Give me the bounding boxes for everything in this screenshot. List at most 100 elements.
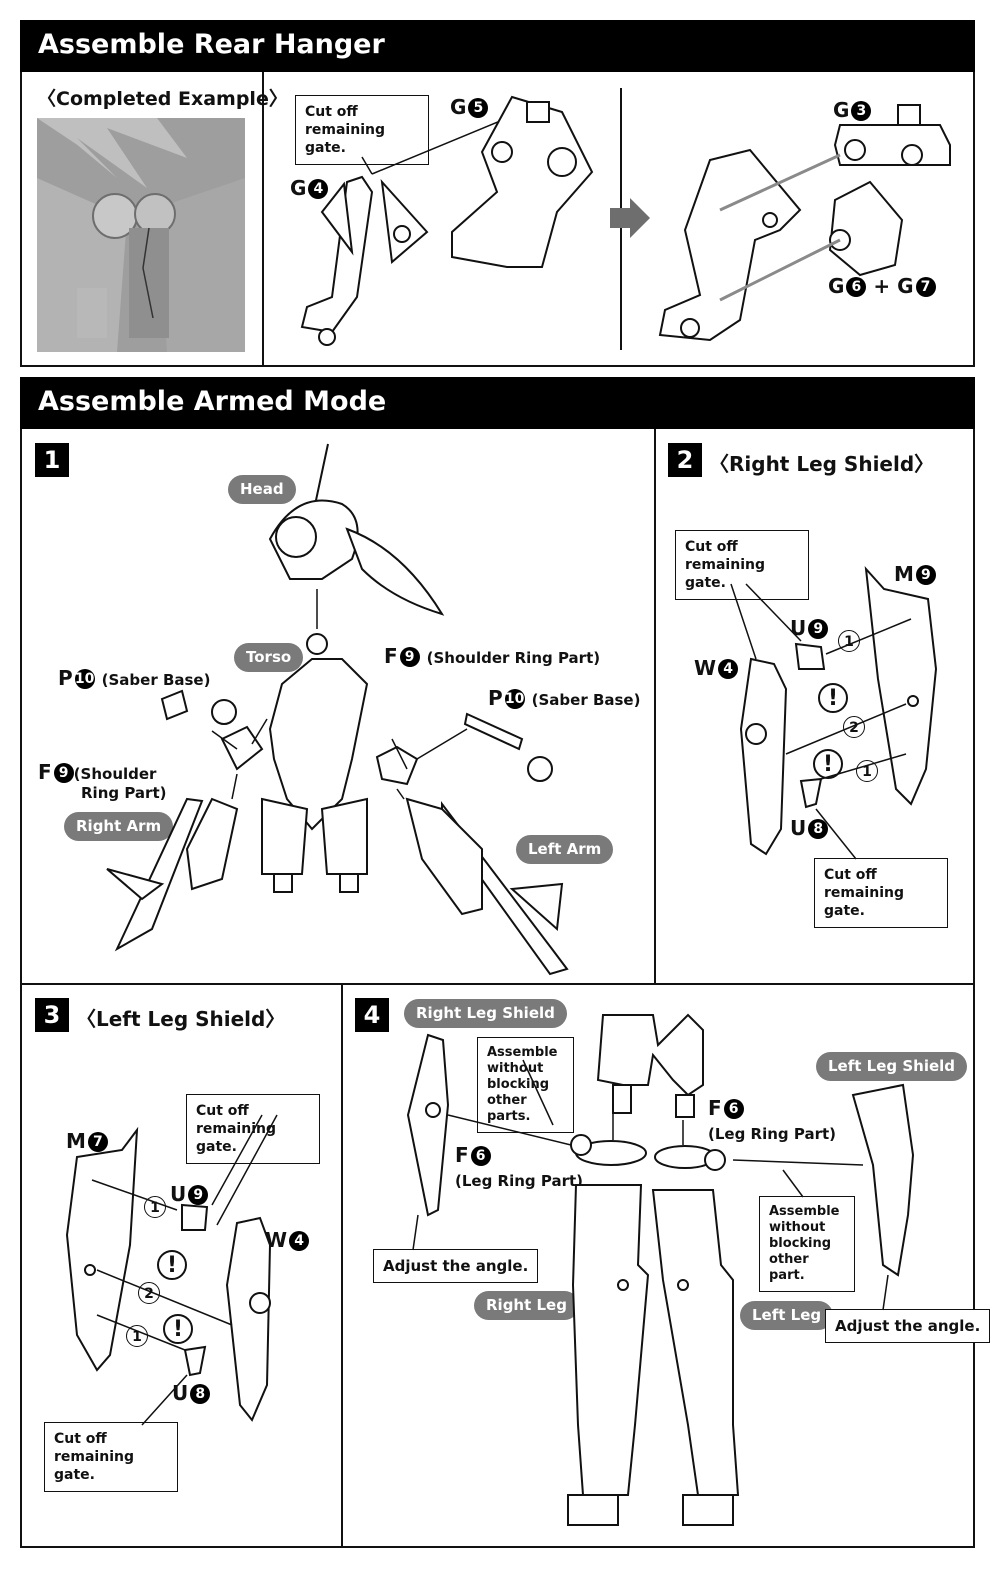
adjust-angle-callout: Adjust the angle.: [373, 1249, 539, 1283]
callout-text: Adjust the angle.: [835, 1317, 981, 1335]
part-number: 3: [851, 101, 872, 121]
right-arm-label: Right Arm: [64, 812, 174, 841]
part-number: 9: [915, 565, 936, 585]
part-number: 7: [87, 1132, 108, 1152]
part-number: 8: [190, 1384, 211, 1404]
left-arm-label: Left Arm: [516, 835, 614, 864]
cut-gate-callout: Cut off remaining gate.: [295, 95, 429, 165]
part-letter: F: [384, 644, 398, 668]
assemble-callout: Assemble without blocking other part.: [759, 1196, 855, 1292]
part-number: 10: [74, 669, 95, 689]
part-label-f9-left-line2: Ring Part): [81, 779, 166, 803]
armed-mode-section: [20, 377, 975, 1548]
part-description: (Leg Ring Part): [455, 1172, 584, 1190]
order-marker: 1: [856, 760, 878, 782]
part-letter: P: [58, 666, 73, 690]
part-number: 4: [718, 659, 739, 679]
part-number: 9: [808, 619, 829, 639]
step-1-number: 1: [35, 443, 69, 477]
part-letter: M: [894, 562, 914, 586]
part-letter: W: [694, 656, 717, 680]
callout-text: Assemble without blocking other part.: [769, 1204, 840, 1283]
step-2-title: 〈Right Leg Shield〉: [709, 452, 935, 476]
part-letter: F: [708, 1096, 722, 1120]
part-number: 9: [53, 763, 74, 783]
step-2-shield-diagram: [730, 566, 938, 860]
arrow-right-icon: [610, 198, 650, 238]
plus-sign: +: [873, 274, 891, 298]
callout-text: Cut off remaining gate.: [305, 104, 385, 156]
part-letter: F: [455, 1143, 469, 1167]
order-marker: 1: [144, 1196, 166, 1218]
callout-text: Cut off remaining gate.: [54, 1431, 134, 1483]
right-leg-shield-label: Right Leg Shield: [404, 999, 567, 1028]
part-number: 9: [188, 1185, 209, 1205]
step-4-legs-diagram: [406, 1013, 915, 1526]
callout-text: Adjust the angle.: [383, 1257, 529, 1275]
part-letter: G: [828, 274, 845, 298]
part-letter: M: [66, 1129, 86, 1153]
part-number: 6: [723, 1099, 744, 1119]
completed-example-label: 〈Completed Example〉: [37, 88, 288, 110]
left-leg-shield-label: Left Leg Shield: [816, 1052, 968, 1081]
part-description: (Saber Base): [531, 691, 641, 709]
part-number: 9: [399, 647, 420, 667]
step-3-number: 3: [35, 998, 69, 1032]
step-3-title: 〈Left Leg Shield〉: [76, 1007, 286, 1031]
right-leg-label: Right Leg: [474, 1291, 579, 1320]
cut-gate-callout: Cut off remaining gate.: [814, 858, 948, 928]
divider: [341, 985, 343, 1548]
part-letter: U: [790, 816, 807, 840]
part-letter: F: [38, 760, 52, 784]
left-leg-label: Left Leg: [740, 1301, 834, 1330]
step-3-shield-diagram: [65, 1114, 278, 1426]
armed-mode-header: Assemble Armed Mode: [20, 377, 975, 429]
part-letter: P: [488, 686, 503, 710]
callout-text: Cut off remaining gate.: [824, 867, 904, 919]
order-marker: 1: [126, 1325, 148, 1347]
part-number: 6: [846, 277, 867, 297]
part-letter: G: [290, 176, 307, 200]
step-4-number: 4: [355, 998, 389, 1032]
part-description: (Saber Base): [101, 671, 211, 689]
head-label: Head: [228, 475, 296, 504]
part-description: (Leg Ring Part): [708, 1125, 837, 1143]
divider: [654, 429, 656, 985]
adjust-angle-callout: Adjust the angle.: [825, 1309, 991, 1343]
divider: [262, 72, 264, 367]
cut-gate-callout: Cut off remaining gate.: [186, 1094, 320, 1164]
warning-icon: !: [157, 1250, 187, 1280]
part-letter: U: [170, 1182, 187, 1206]
divider: [20, 983, 975, 985]
step-1-figure-diagram: [106, 443, 569, 976]
completed-example-photo: [37, 118, 245, 352]
order-marker: 2: [138, 1282, 160, 1304]
part-desc-f6-right: (Leg Ring Part): [708, 1120, 836, 1144]
step-2-number: 2: [668, 443, 702, 477]
torso-label: Torso: [234, 643, 304, 672]
warning-icon: !: [163, 1314, 193, 1344]
order-marker: 2: [843, 716, 865, 738]
part-number: 4: [308, 179, 329, 199]
part-number: 8: [808, 819, 829, 839]
cut-gate-callout: Cut off remaining gate.: [44, 1422, 178, 1492]
part-number: 5: [468, 98, 489, 118]
cut-gate-callout: Cut off remaining gate.: [675, 530, 809, 600]
warning-icon: !: [818, 683, 848, 713]
part-number: 7: [915, 277, 936, 297]
part-number: 6: [470, 1146, 491, 1166]
part-description: Ring Part): [81, 784, 167, 802]
